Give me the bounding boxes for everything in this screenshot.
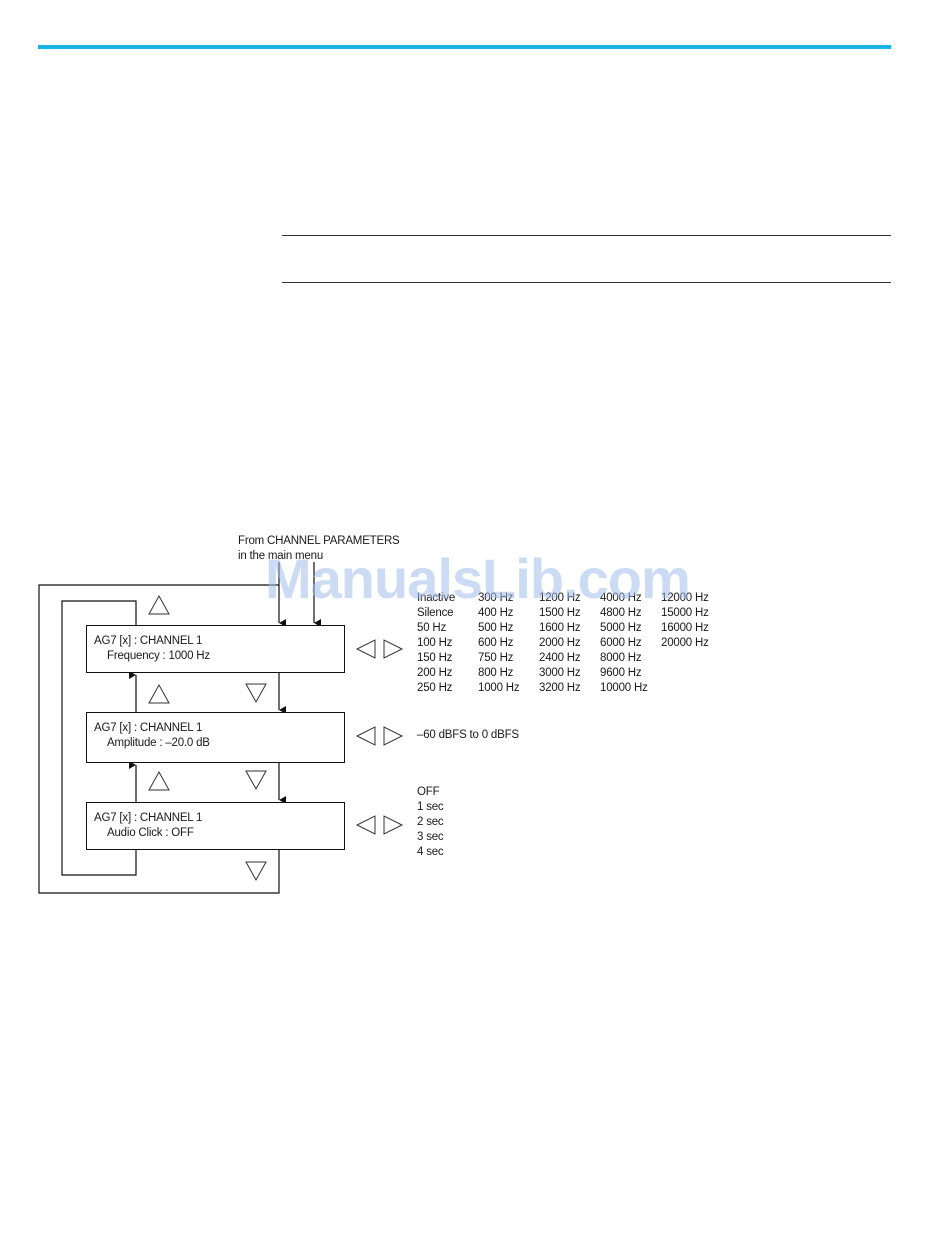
- menu-title: AG7 [x] : CHANNEL 1: [94, 722, 203, 734]
- freq-option: 1000 Hz: [478, 682, 520, 694]
- menu-box-audio-click: AG7 [x] : CHANNEL 1 Audio Click : OFF: [86, 802, 345, 850]
- freq-option: 4800 Hz: [600, 607, 642, 619]
- audio-click-option: 1 sec: [417, 801, 444, 813]
- audio-click-option: OFF: [417, 786, 440, 798]
- freq-option: 10000 Hz: [600, 682, 648, 694]
- audio-click-option: 2 sec: [417, 816, 444, 828]
- source-label-line2: in the main menu: [238, 550, 324, 562]
- freq-option: 3200 Hz: [539, 682, 581, 694]
- right-key-icon-1: [383, 639, 404, 659]
- menu-value: Amplitude : –20.0 dB: [107, 737, 210, 749]
- up-key-icon-1: [148, 594, 170, 615]
- down-key-icon-2: [245, 770, 267, 791]
- source-label-line1: From CHANNEL PARAMETERS: [238, 535, 400, 547]
- freq-option: Inactive: [417, 592, 456, 604]
- watermark: ManualsLib.com: [265, 547, 691, 610]
- down-key-icon-3: [245, 861, 267, 882]
- freq-option: 5000 Hz: [600, 622, 642, 634]
- menu-value: Audio Click : OFF: [107, 827, 194, 839]
- left-key-icon-2: [355, 726, 376, 746]
- menu-value: Frequency : 1000 Hz: [107, 650, 210, 662]
- menu-box-frequency: AG7 [x] : CHANNEL 1 Frequency : 1000 Hz: [86, 625, 345, 673]
- note-top-rule: [282, 235, 891, 236]
- down-key-icon-1: [245, 683, 267, 704]
- freq-option: 6000 Hz: [600, 637, 642, 649]
- freq-option: 4000 Hz: [600, 592, 642, 604]
- freq-option: 1200 Hz: [539, 592, 581, 604]
- freq-option: 800 Hz: [478, 667, 514, 679]
- freq-option: 12000 Hz: [661, 592, 709, 604]
- freq-option: 150 Hz: [417, 652, 453, 664]
- outer-loop-line: [38, 584, 280, 894]
- freq-option: 200 Hz: [417, 667, 453, 679]
- menu-box-amplitude: AG7 [x] : CHANNEL 1 Amplitude : –20.0 dB: [86, 712, 345, 763]
- freq-option: Silence: [417, 607, 454, 619]
- freq-option: 500 Hz: [478, 622, 514, 634]
- freq-option: 100 Hz: [417, 637, 453, 649]
- freq-option: 600 Hz: [478, 637, 514, 649]
- right-key-icon-2: [383, 726, 404, 746]
- freq-option: 300 Hz: [478, 592, 514, 604]
- freq-option: 250 Hz: [417, 682, 453, 694]
- menu-title: AG7 [x] : CHANNEL 1: [94, 812, 203, 824]
- freq-option: 1600 Hz: [539, 622, 581, 634]
- freq-option: 750 Hz: [478, 652, 514, 664]
- up-key-icon-2: [148, 683, 170, 704]
- amplitude-range: –60 dBFS to 0 dBFS: [417, 729, 519, 741]
- up-key-icon-3: [148, 770, 170, 791]
- freq-option: 8000 Hz: [600, 652, 642, 664]
- left-key-icon-3: [355, 815, 376, 835]
- left-key-icon-1: [355, 639, 376, 659]
- freq-option: 2000 Hz: [539, 637, 581, 649]
- freq-option: 9600 Hz: [600, 667, 642, 679]
- inner-loop-line: [61, 600, 137, 876]
- audio-click-option: 4 sec: [417, 846, 444, 858]
- right-key-icon-3: [383, 815, 404, 835]
- freq-option: 1500 Hz: [539, 607, 581, 619]
- freq-option: 50 Hz: [417, 622, 447, 634]
- note-bottom-rule: [282, 282, 891, 283]
- freq-option: 16000 Hz: [661, 622, 709, 634]
- freq-option: 2400 Hz: [539, 652, 581, 664]
- freq-option: 15000 Hz: [661, 607, 709, 619]
- freq-option: 20000 Hz: [661, 637, 709, 649]
- freq-option: 3000 Hz: [539, 667, 581, 679]
- header-rule: [38, 45, 891, 49]
- freq-option: 400 Hz: [478, 607, 514, 619]
- menu-title: AG7 [x] : CHANNEL 1: [94, 635, 203, 647]
- audio-click-option: 3 sec: [417, 831, 444, 843]
